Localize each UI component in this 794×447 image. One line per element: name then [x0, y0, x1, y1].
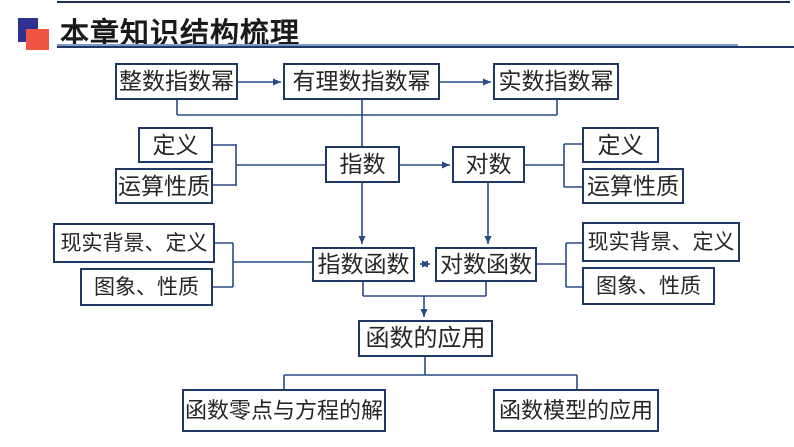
node-function-applications: 函数的应用: [358, 320, 493, 357]
node-background-definition-left: 现实背景、定义: [53, 223, 215, 263]
title-underline-light: [57, 44, 738, 46]
node-function-zeros-equation-solutions: 函数零点与方程的解: [182, 389, 386, 432]
node-real-exponent-power: 实数指数幂: [493, 63, 619, 100]
node-logarithmic-function: 对数函数: [435, 247, 537, 282]
node-graph-properties-right: 图象、性质: [582, 267, 715, 305]
node-logarithm: 对数: [452, 146, 525, 183]
node-exponential-function: 指数函数: [312, 247, 415, 282]
node-integer-exponent-power: 整数指数幂: [115, 63, 238, 100]
node-exponent: 指数: [325, 146, 400, 183]
node-operation-properties-left: 运算性质: [115, 168, 213, 204]
node-graph-properties-left: 图象、性质: [80, 268, 213, 306]
connector-functions-to-applications: [362, 282, 487, 317]
node-definition-right: 定义: [582, 127, 659, 163]
bracket-right-logfunction: [537, 242, 582, 288]
node-operation-properties-right: 运算性质: [582, 168, 684, 204]
node-rational-exponent-power: 有理数指数幂: [283, 63, 440, 100]
bracket-left-expfunction: [213, 242, 312, 288]
title-accent-red-square: [26, 29, 49, 50]
top-rule: [57, 1, 790, 3]
bracket-left-exponent: [213, 144, 325, 186]
title-underline-dark: [57, 46, 794, 48]
connector-applications-branch: [283, 357, 578, 389]
node-function-model-applications: 函数模型的应用: [493, 389, 659, 432]
node-definition-left: 定义: [138, 127, 213, 163]
node-background-definition-right: 现实背景、定义: [582, 222, 740, 262]
bracket-right-logarithm: [525, 143, 582, 188]
connector-top-row-join: [176, 99, 558, 146]
